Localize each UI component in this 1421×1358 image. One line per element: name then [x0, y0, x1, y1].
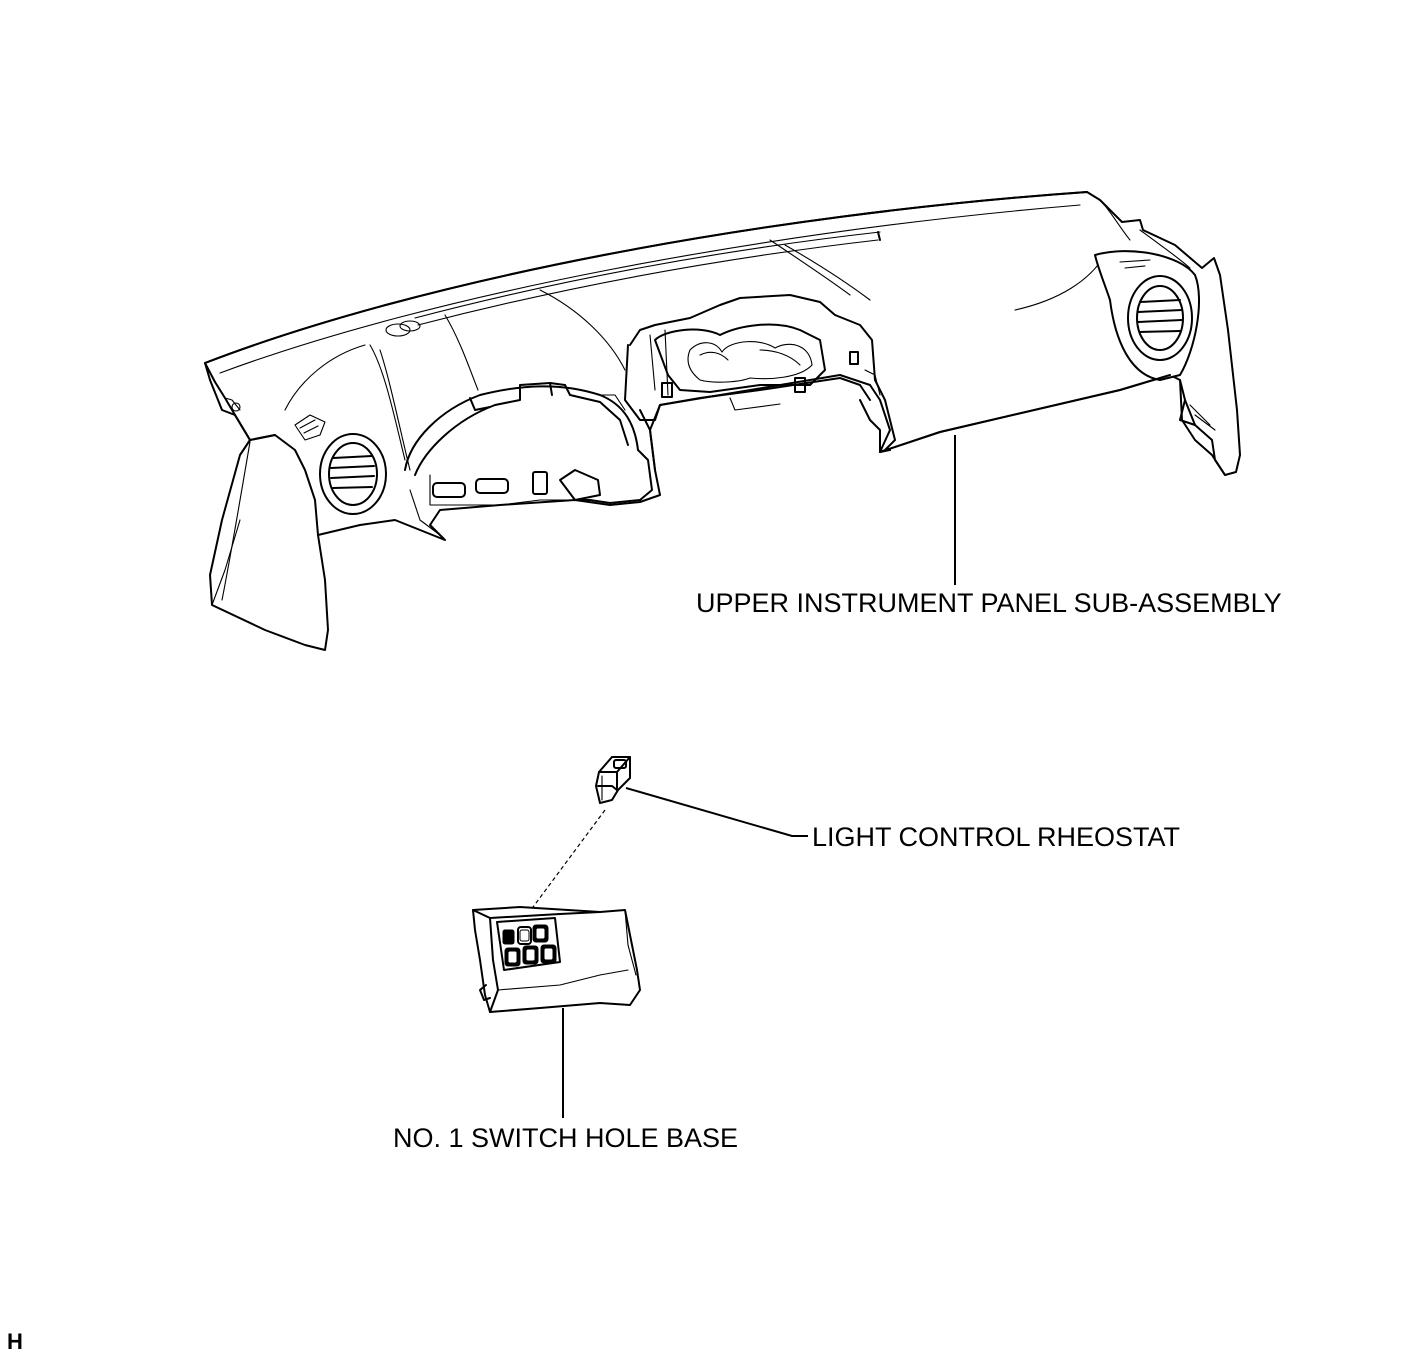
- light-control-rheostat-illustration: [595, 756, 631, 804]
- upper-instrument-panel-illustration: [204, 191, 1241, 651]
- switch-hole-base-illustration: [472, 906, 641, 1013]
- right-vent-louvers: [1137, 299, 1183, 333]
- leader-line-rheostat: [625, 787, 808, 837]
- switch-buttons: [502, 924, 557, 967]
- label-upper-instrument-panel: UPPER INSTRUMENT PANEL SUB-ASSEMBLY: [696, 588, 1282, 618]
- label-switch-hole-base: NO. 1 SWITCH HOLE BASE: [393, 1123, 739, 1153]
- sheet-mark: H: [7, 1329, 23, 1354]
- label-light-control-rheostat: LIGHT CONTROL RHEOSTAT: [812, 822, 1181, 852]
- left-vent-louvers: [330, 455, 375, 489]
- installation-guide-dashed-line: [515, 809, 606, 931]
